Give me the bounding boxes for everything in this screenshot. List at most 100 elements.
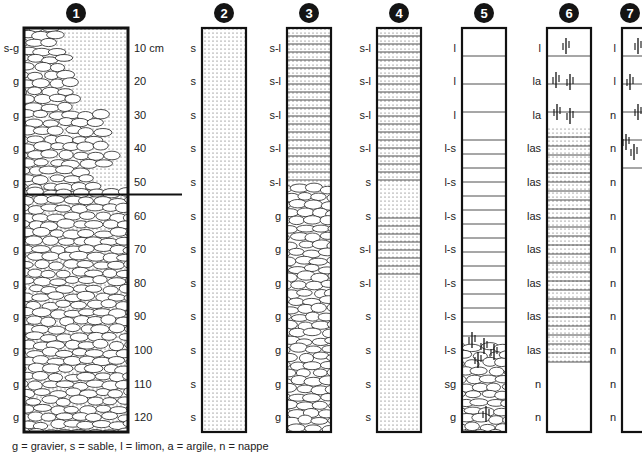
gravel-pebble [320,232,331,239]
gravel-pebble [56,381,74,388]
profile-column [287,28,331,432]
root-symbol [569,74,570,90]
callout-number: 5 [474,3,494,23]
silt-line [377,148,421,149]
layer-code: n [610,210,616,223]
layer-code: s [191,310,197,323]
gravel-pebble [287,353,297,361]
gravel-pebble [462,350,472,358]
root-symbol [640,107,641,114]
depth-label: 60 [134,210,146,223]
layer-code: s-l [359,277,371,290]
silt-line [377,84,421,85]
gravel-pebble [116,203,129,212]
silt-line [377,116,421,117]
root-symbol [572,77,573,84]
silt-line [377,156,421,157]
root-symbol [633,144,634,160]
silt-line [287,148,331,149]
silt-line [547,236,591,237]
gravel-pebble [319,376,331,385]
layer-code: s [366,411,372,424]
silt-line [547,335,591,336]
layer-code: las [527,142,541,155]
silt-line [462,84,506,85]
silt-line [462,266,506,267]
root-symbol [552,77,553,84]
gravel-pebble [41,150,58,158]
gravel-pebble [287,257,296,266]
gravel-pebble [103,269,117,277]
silt-line [287,108,331,109]
gravel-pebble [298,415,312,424]
layer-code: s-l [359,142,371,155]
layer-code: l-s [444,277,456,290]
gravel-pebble [77,142,94,151]
gravel-pebble [103,398,117,405]
root-symbol [626,79,627,86]
gravel-pebble [465,391,480,398]
silt-line [547,362,591,363]
silt-line [547,155,591,156]
root-symbol [629,74,630,90]
gravel-pebble [303,328,321,336]
silt-line [462,252,506,253]
silt-line [462,56,506,57]
gravel-pebble [32,372,48,381]
sand-pattern [202,28,246,432]
layer-code: s-l [359,42,371,55]
silt-line [287,124,331,125]
callout-number-text: 4 [395,7,402,20]
gravel-pebble [65,95,81,104]
silt-line [377,92,421,93]
silt-line [547,227,591,228]
layer-code: las [527,176,541,189]
layer-code: sg [444,378,456,391]
layer-code: s-l [359,109,371,122]
depth-label: 90 [134,310,146,323]
gravel-pebble [287,369,296,377]
gravel-pebble [48,373,62,381]
gravel-pebble [472,383,488,391]
root-symbol [480,343,481,350]
root-symbol [637,38,638,54]
silt-line [547,272,591,273]
gravel-pebble [303,216,321,224]
layer-code: l-s [444,310,456,323]
gravel-pebble [69,395,88,404]
gravel-pebble [95,160,112,167]
silt-line [377,100,421,101]
silt-line [377,132,421,133]
root-symbol [486,341,487,348]
callout-number: 7 [620,3,640,23]
layer-code: la [532,109,541,122]
gravel-pebble [27,316,43,324]
gravel-pebble [32,176,48,185]
gravel-pebble [32,246,51,253]
gravel-pebble [47,196,65,204]
gravel-pebble [34,159,48,166]
gravel-pebble [311,193,326,200]
gravel-pebble [65,324,80,332]
gravel-pebble [77,372,96,381]
profile-column [24,28,128,432]
layer-code: n [535,378,541,391]
sand-pattern [287,28,331,192]
gravel-pebble [41,38,57,46]
gravel-pebble [297,289,313,296]
silt-line [377,274,421,275]
gravel-pebble [50,175,65,182]
gravel-pebble [62,78,78,87]
gravel-pebble [84,364,103,372]
depth-label: 30 [134,109,146,122]
layer-code: l [454,109,456,122]
callout-number-text: 1 [72,7,79,20]
silt-line [377,108,421,109]
gravel-pebble [297,208,314,217]
silt-line [377,258,421,259]
silt-line [547,84,591,85]
gravel-pebble [494,408,507,416]
silt-line [377,124,421,125]
